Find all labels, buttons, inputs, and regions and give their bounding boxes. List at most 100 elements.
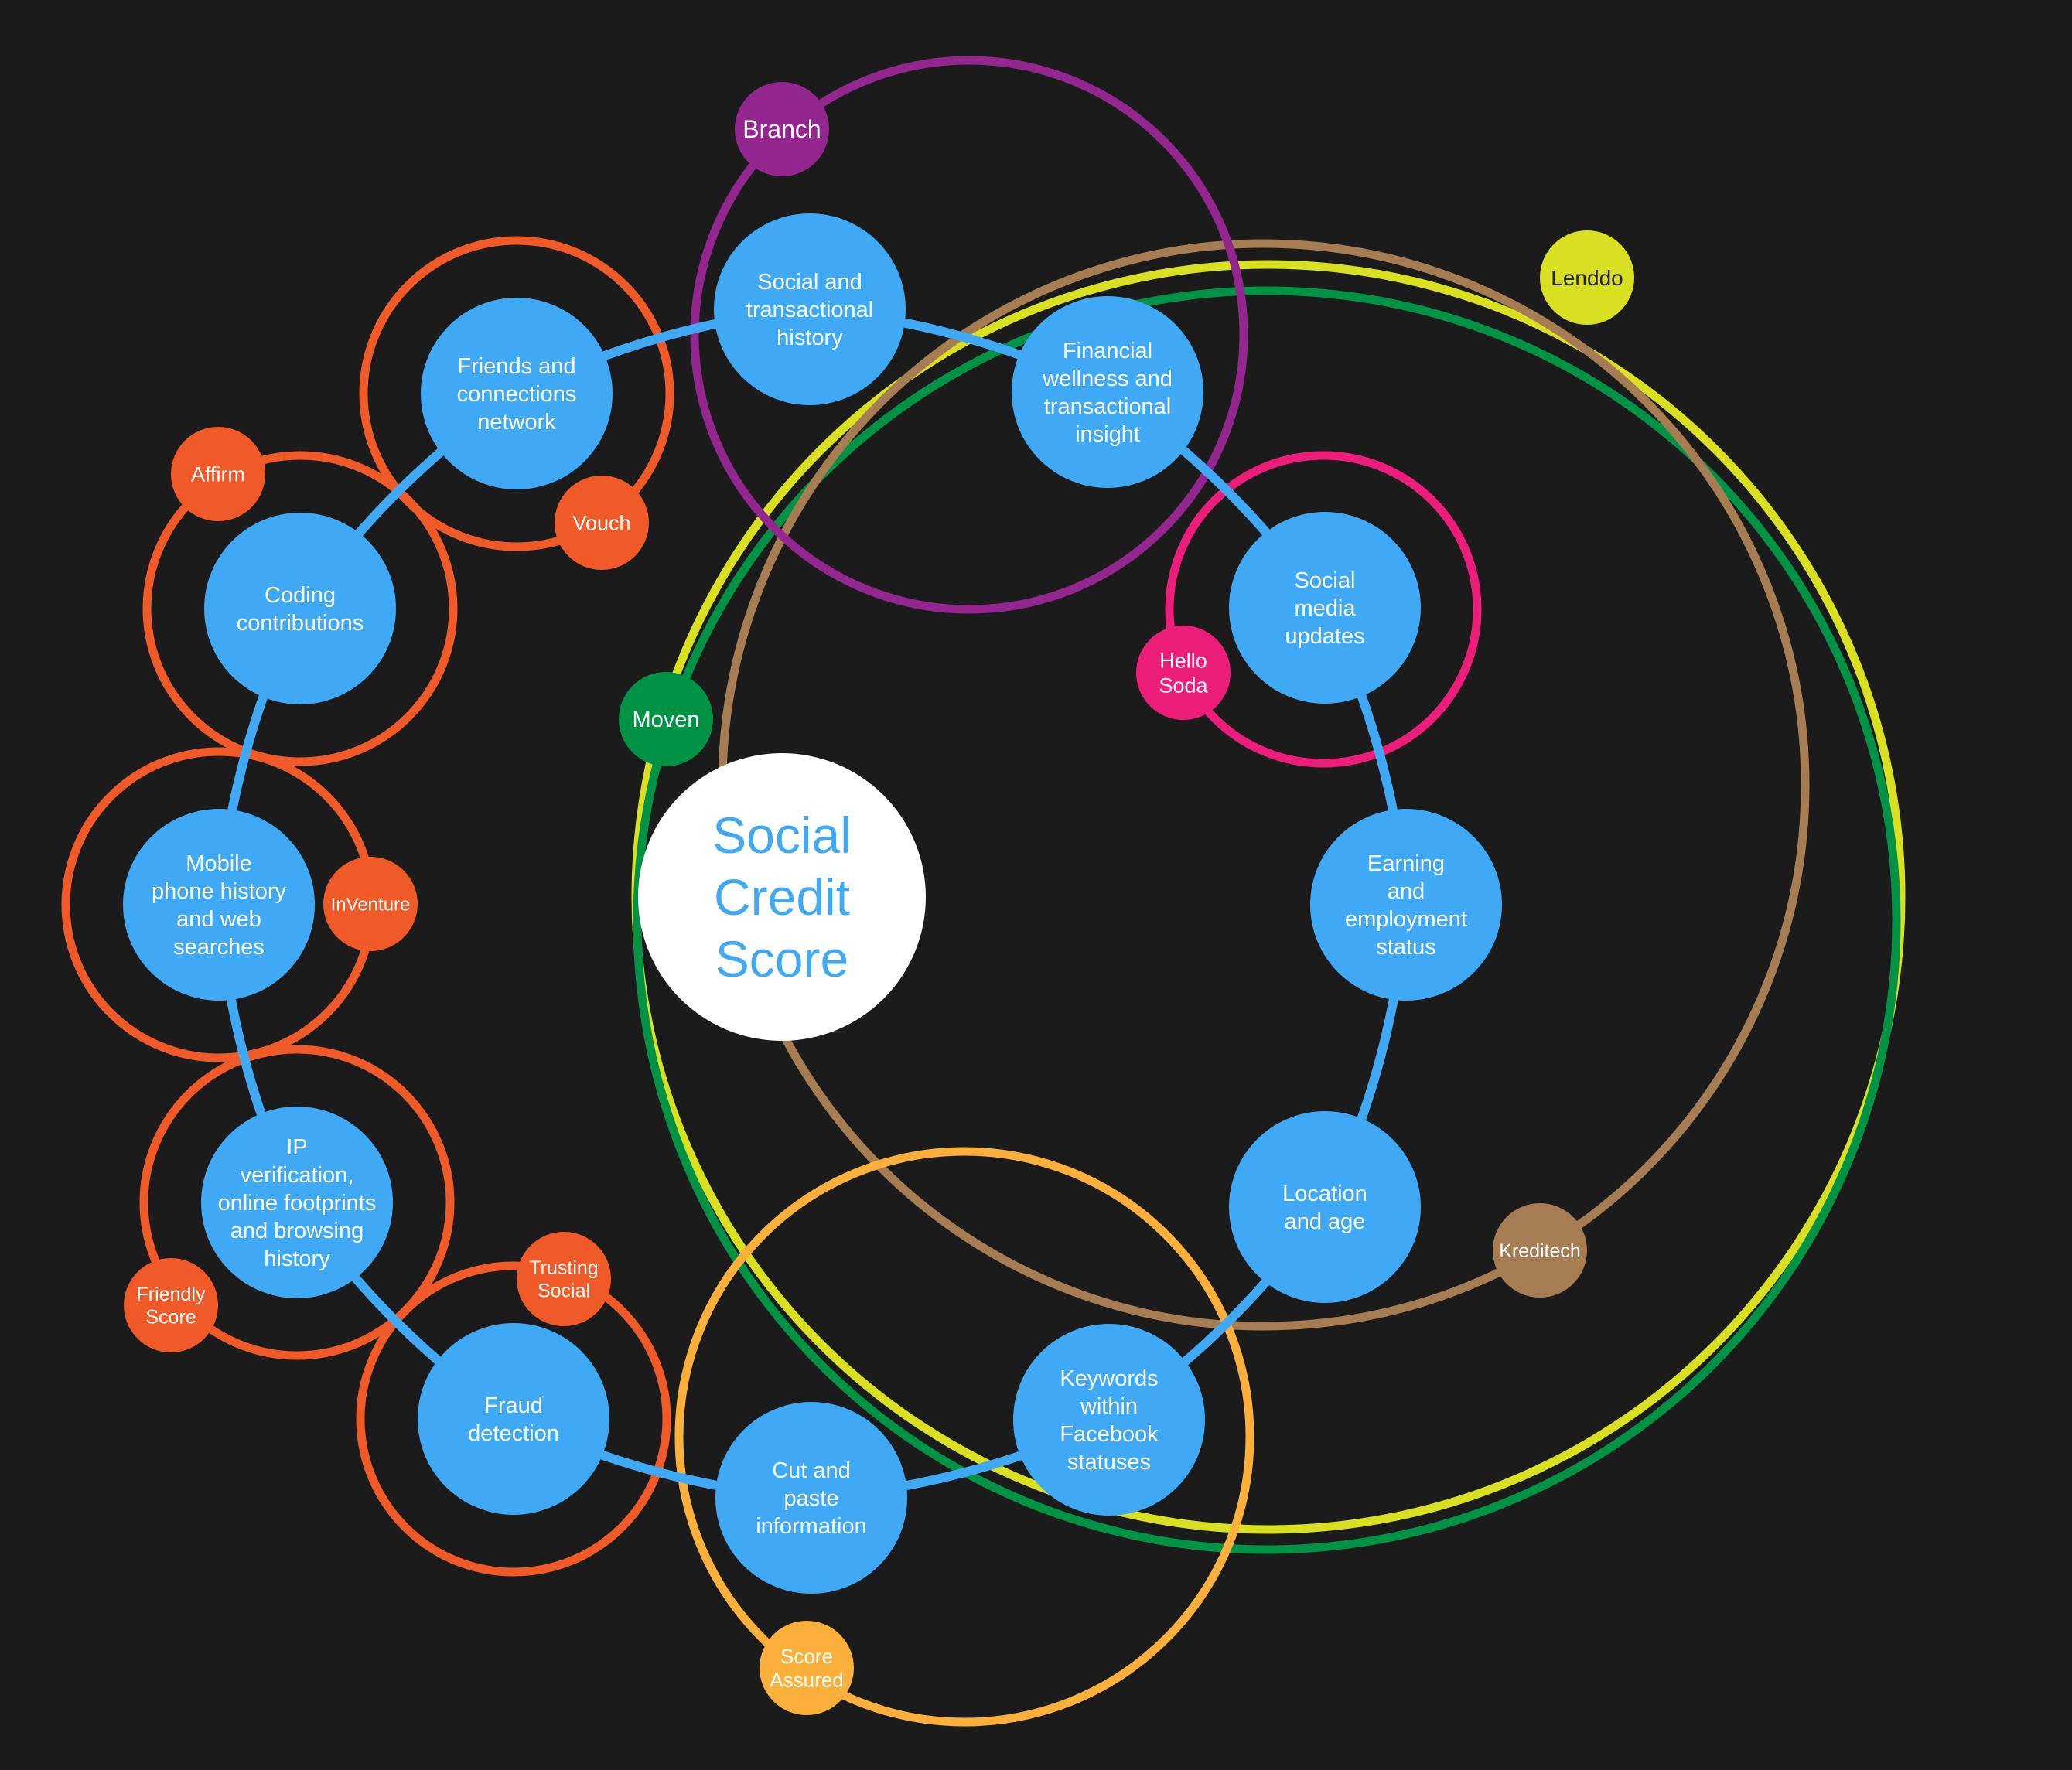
data-source-ip-verification: IP verification, online footprints and brow… [201, 1107, 393, 1298]
data-source-label: and age [1285, 1209, 1366, 1234]
data-source-circle [1310, 809, 1502, 1001]
company-ring [359, 236, 674, 551]
company-name: Score [145, 1307, 196, 1328]
data-source-label: Cut and [772, 1458, 851, 1483]
data-source-label: insight [1075, 422, 1140, 447]
company-badge-lenddo: Lenddo [1540, 230, 1634, 325]
data-source-label: Facebook [1060, 1422, 1159, 1447]
data-source-label: media [1295, 596, 1357, 621]
company-ring [356, 1261, 671, 1577]
data-source-label: Earning [1367, 851, 1445, 876]
company-name: Kreditech [1499, 1240, 1581, 1262]
data-source-cut-paste: Cut and paste information [715, 1402, 907, 1594]
data-source-label: and web [176, 907, 261, 932]
company-badge-circle [323, 857, 418, 951]
data-source-fraud-detection: Fraud detection [418, 1323, 609, 1515]
data-source-circle [418, 1323, 609, 1515]
company-coverage-rings [61, 56, 1906, 1727]
company-name: Assured [770, 1668, 843, 1691]
company-name: Soda [1159, 674, 1208, 697]
data-source-label: employment [1345, 907, 1467, 932]
data-source-circle [715, 1402, 907, 1594]
company-badge-circle [1136, 626, 1231, 720]
data-source-label: statuses [1067, 1450, 1151, 1475]
company-badge-circle [555, 476, 649, 570]
data-source-label: Mobile [186, 851, 251, 876]
center-title-line: Credit [714, 868, 850, 926]
data-source-label: transactional [1044, 394, 1171, 419]
company-name: Lenddo [1551, 266, 1623, 290]
company-badge-circle [124, 1258, 218, 1352]
data-source-circle [714, 213, 906, 405]
company-name: Trusting [529, 1257, 598, 1279]
data-source-circle [1229, 512, 1421, 704]
data-source-friends-network: Friends and connections network [421, 298, 613, 489]
company-badge-circle [735, 82, 829, 176]
data-source-label: Fraud [484, 1393, 543, 1418]
company-badge-moven: Moven [619, 672, 713, 766]
company-badge-inventure: InVenture [323, 857, 418, 951]
data-source-label: network [477, 410, 556, 435]
center-circle [638, 753, 926, 1041]
company-badge-circle [517, 1232, 611, 1326]
data-source-label: contributions [237, 611, 364, 636]
data-source-label: updates [1285, 624, 1364, 649]
data-source-label: IP [286, 1135, 307, 1160]
data-source-label: connections [457, 382, 577, 407]
company-name: Friendly [137, 1284, 206, 1305]
company-badge-circle [619, 672, 713, 766]
data-source-label: history [777, 326, 843, 350]
company-badge-affirm: Affirm [171, 427, 265, 521]
data-source-location-age: Location and age [1229, 1111, 1421, 1303]
center-title-line: Score [715, 930, 848, 987]
company-ring [139, 1045, 455, 1360]
data-source-label: searches [173, 935, 265, 960]
data-source-circle [123, 809, 315, 1001]
data-source-label: paste [784, 1486, 839, 1511]
data-source-circle [1012, 296, 1203, 488]
company-badge-kreditech: Kreditech [1493, 1203, 1587, 1298]
data-source-circle [201, 1107, 393, 1298]
company-ring [633, 286, 1901, 1554]
data-source-label: information [756, 1514, 866, 1539]
data-source-label: wellness and [1042, 367, 1173, 391]
company-name: Vouch [572, 511, 630, 534]
company-ring [142, 451, 458, 766]
data-source-label: online footprints [218, 1191, 377, 1216]
company-name: Hello [1159, 650, 1207, 673]
company-badge-circle [1540, 230, 1634, 325]
data-source-label: detection [468, 1421, 559, 1446]
data-source-label: and [1388, 879, 1425, 904]
data-source-label: Keywords [1060, 1366, 1158, 1391]
data-source-label: Location [1282, 1182, 1367, 1206]
company-name: Affirm [191, 462, 245, 486]
data-source-circle [1229, 1111, 1421, 1303]
data-source-circle [204, 513, 396, 704]
company-badge-branch: Branch [735, 82, 829, 176]
company-name: Branch [742, 115, 821, 143]
center-title-line: Social [712, 807, 852, 864]
data-source-label: verification, [241, 1163, 354, 1188]
company-badge-circle [171, 427, 265, 521]
data-source-label: Friends and [457, 354, 575, 379]
data-source-label: and browsing [230, 1219, 364, 1243]
data-source-circle [421, 298, 613, 489]
company-name: Score [780, 1645, 833, 1668]
data-source-circle [1013, 1324, 1205, 1516]
data-source-label: transactional [746, 298, 873, 322]
company-name: Social [538, 1281, 590, 1302]
data-source-label: phone history [152, 879, 287, 904]
company-badge-circle [760, 1621, 854, 1715]
company-badge-vouch: Vouch [555, 476, 649, 570]
company-ring [1165, 451, 1482, 768]
